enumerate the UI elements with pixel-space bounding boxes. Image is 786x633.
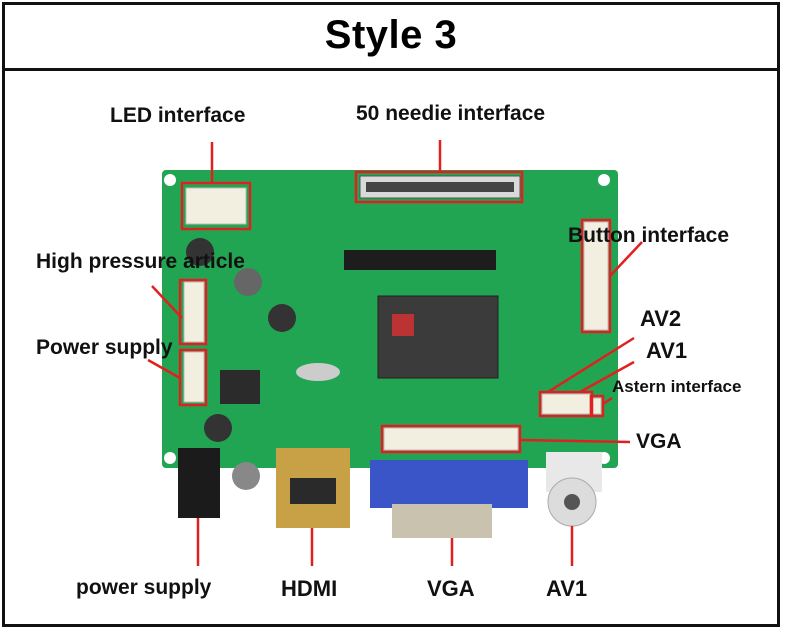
led-interface-label: LED interface — [110, 104, 246, 127]
inductor-icon — [204, 414, 232, 442]
high-pressure-label: High pressure article — [36, 250, 245, 273]
av-connector-icon — [541, 393, 591, 415]
title-bar: Style 3 — [2, 2, 780, 71]
av2-label: AV2 — [640, 306, 682, 331]
high-pressure-connector-icon — [183, 281, 205, 343]
power-supply-bottom-label: power supply — [76, 576, 212, 599]
inductor-icon — [268, 304, 296, 332]
mount-hole-icon — [164, 452, 176, 464]
power-connector-icon — [183, 351, 205, 403]
high-pressure-leader — [151, 285, 183, 319]
needle-interface-label: 50 needie interface — [356, 102, 546, 125]
led-callout-box — [180, 181, 252, 231]
regulator-icon — [220, 370, 260, 404]
hdmi-socket — [290, 478, 336, 504]
astern-callout-box — [589, 394, 605, 418]
mount-hole-icon — [598, 174, 610, 186]
capacitor-icon — [186, 238, 214, 266]
led-connector-icon — [185, 187, 247, 225]
button-leader — [609, 241, 643, 277]
button-connector-icon — [583, 221, 609, 331]
hdmi-label: HDMI — [281, 576, 338, 601]
astern-leader — [602, 396, 613, 406]
astern-interface-label: Astern interface — [612, 377, 742, 396]
capacitor-icon — [234, 268, 262, 296]
vga-right-label: VGA — [636, 430, 682, 453]
ribbon-slot — [366, 182, 514, 192]
chip-logo — [392, 314, 414, 336]
dc-jack-icon — [178, 448, 220, 518]
button-interface-label: Button interface — [568, 224, 730, 247]
vga-right-leader — [519, 438, 631, 444]
av1-bottom-label: AV1 — [546, 576, 588, 601]
vga-shell — [392, 504, 492, 538]
power-supply-top-label: Power supply — [36, 336, 173, 359]
main-chip-icon — [377, 295, 499, 379]
mount-hole-icon — [164, 174, 176, 186]
high-pressure-callout-box — [178, 278, 208, 346]
av1-leader — [579, 360, 635, 394]
vga-header-icon — [383, 427, 519, 451]
vga-header-callout-box — [380, 424, 522, 454]
outer-frame — [2, 2, 780, 627]
capacitor-icon — [232, 462, 260, 490]
vga-bottom-label: VGA — [427, 576, 475, 601]
rca-center — [564, 494, 580, 510]
page-title: Style 3 — [324, 12, 458, 57]
pin-header-icon — [344, 250, 496, 270]
av1-right-label: AV1 — [646, 338, 688, 363]
av2-leader — [547, 336, 635, 394]
power-leader — [147, 358, 181, 380]
crystal-icon — [296, 363, 340, 381]
vga-port-icon — [370, 460, 528, 508]
